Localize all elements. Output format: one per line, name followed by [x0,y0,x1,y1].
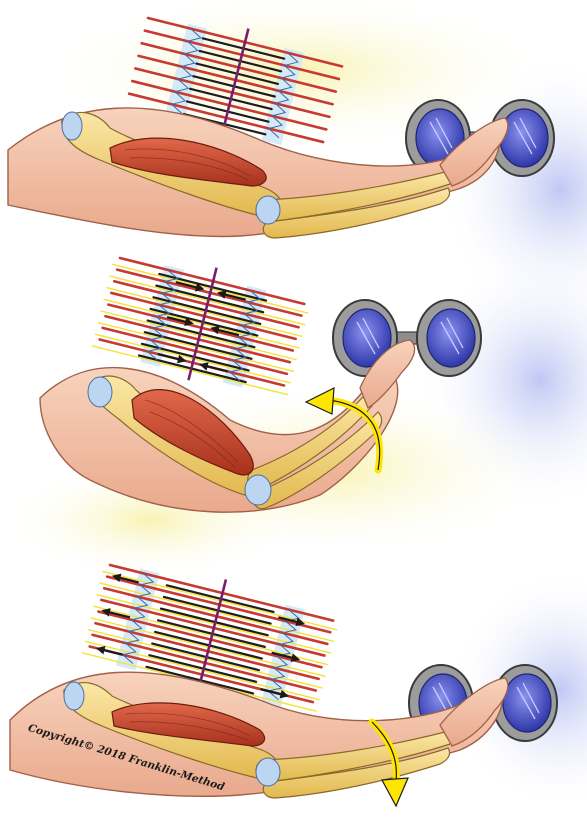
weight-plate-center [500,109,548,167]
joint-cartilage [62,112,82,140]
joint-cartilage [88,377,112,407]
weight-plate-center [427,309,475,367]
weight-plate [417,300,481,376]
joint-cartilage [64,682,84,710]
joint-cartilage [256,196,280,224]
motion-arrow-head [382,778,408,806]
weight-plate-center [503,674,551,732]
joint-cartilage [245,475,271,505]
joint-cartilage [256,758,280,786]
